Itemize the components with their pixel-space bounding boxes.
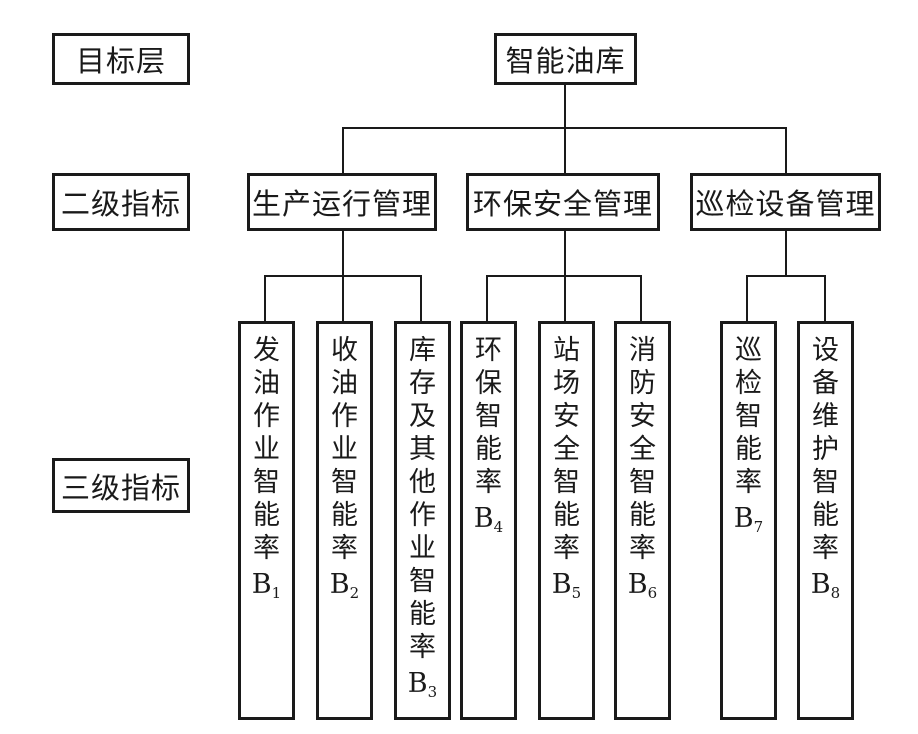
level-label-goal: 目标层 — [52, 33, 190, 85]
connector — [564, 85, 566, 128]
root-node: 智能油库 — [494, 33, 637, 85]
second-node-inspection-equipment: 巡检设备管理 — [690, 173, 881, 231]
third-node-label: 发油作业智能率 — [253, 335, 280, 564]
third-node-label: 巡检智能率 — [735, 335, 762, 498]
third-node-label: 设备维护智能率 — [812, 335, 839, 564]
connector — [486, 275, 488, 321]
connector — [564, 231, 566, 276]
third-node-code: B6 — [627, 569, 658, 602]
third-node-b7: 巡检智能率 B7 — [720, 321, 777, 720]
connector — [342, 127, 344, 173]
connector — [564, 127, 566, 173]
connector — [640, 275, 642, 321]
connector — [564, 275, 566, 321]
connector — [785, 231, 787, 276]
connector — [420, 275, 422, 321]
third-node-b4: 环保智能率 B4 — [460, 321, 517, 720]
connector — [342, 231, 344, 276]
third-node-code: B5 — [551, 569, 582, 602]
connector — [746, 275, 826, 277]
third-node-code: B1 — [251, 569, 282, 602]
connector — [342, 275, 344, 321]
second-node-production: 生产运行管理 — [247, 173, 437, 231]
third-node-b1: 发油作业智能率 B1 — [238, 321, 295, 720]
level-label-third: 三级指标 — [52, 458, 190, 513]
third-node-b5: 站场安全智能率 B5 — [538, 321, 595, 720]
second-node-environment-safety: 环保安全管理 — [466, 173, 660, 231]
connector — [746, 275, 748, 321]
third-node-code: B2 — [329, 569, 360, 602]
level-label-second: 二级指标 — [52, 173, 190, 231]
third-node-code: B7 — [733, 503, 764, 536]
third-node-b3: 库存及其他作业智能率 B3 — [394, 321, 451, 720]
third-node-label: 消防安全智能率 — [629, 335, 656, 564]
third-node-code: B8 — [810, 569, 841, 602]
third-node-label: 环保智能率 — [475, 335, 502, 498]
third-node-b6: 消防安全智能率 B6 — [614, 321, 671, 720]
third-node-b8: 设备维护智能率 B8 — [797, 321, 854, 720]
third-node-label: 库存及其他作业智能率 — [409, 335, 436, 663]
third-node-label: 收油作业智能率 — [331, 335, 358, 564]
third-node-code: B3 — [407, 668, 438, 701]
third-node-code: B4 — [473, 503, 504, 536]
connector — [785, 127, 787, 173]
connector — [824, 275, 826, 321]
third-node-b2: 收油作业智能率 B2 — [316, 321, 373, 720]
connector — [264, 275, 266, 321]
third-node-label: 站场安全智能率 — [553, 335, 580, 564]
